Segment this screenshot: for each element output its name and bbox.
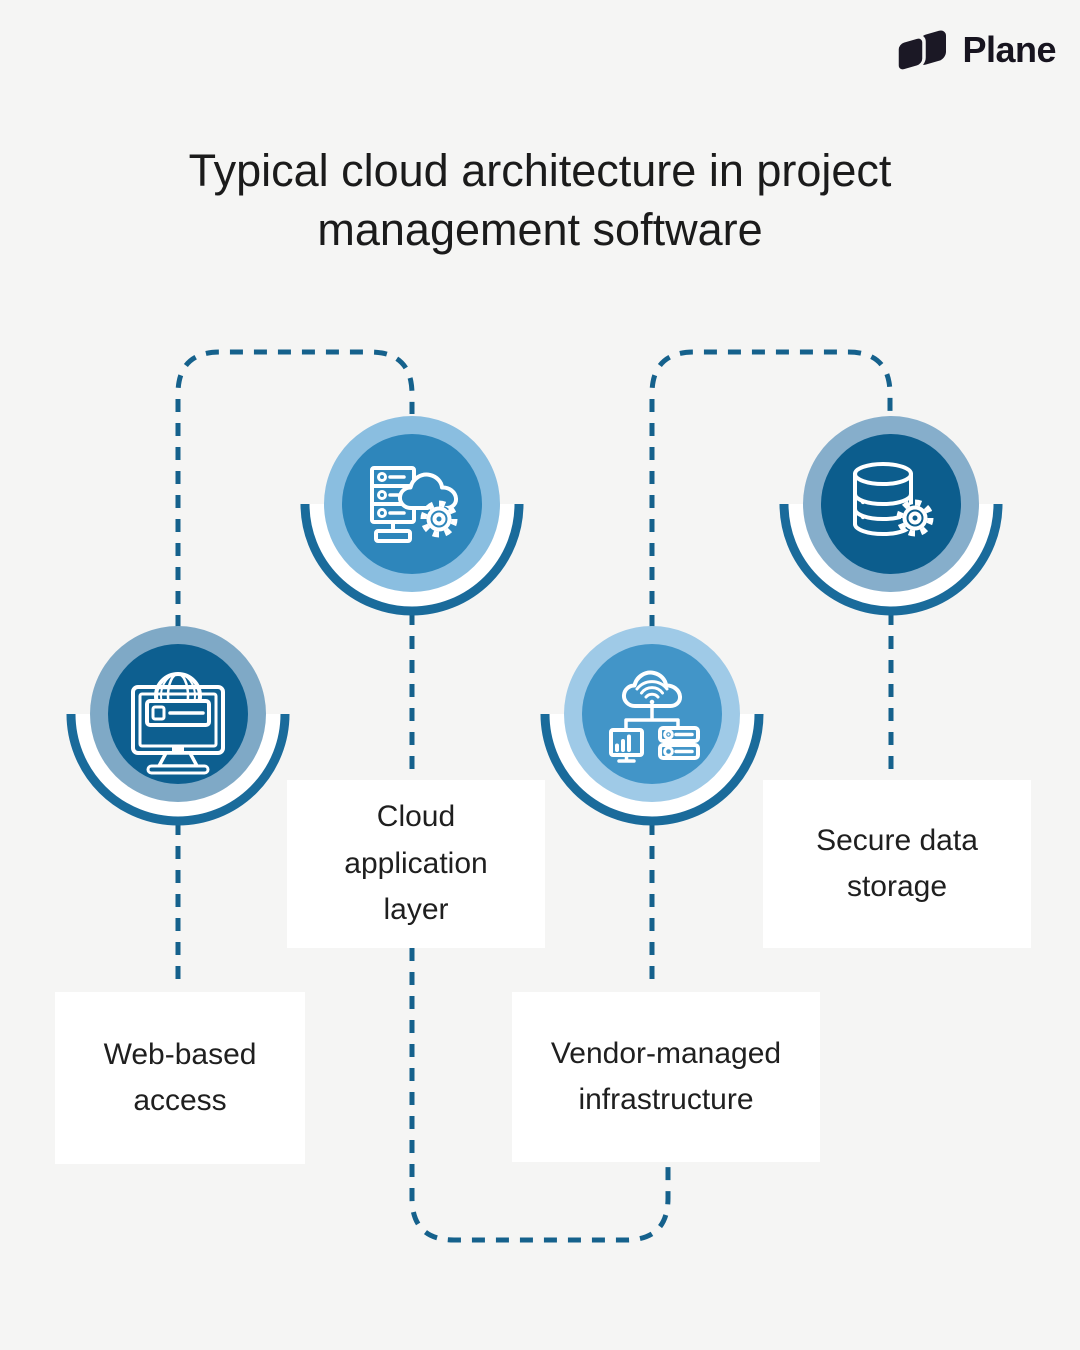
plane-logo-icon: [895, 30, 947, 73]
label-card-web-based-access: Web-based access: [55, 992, 305, 1164]
page-title: Typical cloud architecture in project ma…: [188, 145, 892, 256]
server-cloud-gear-icon: [370, 466, 458, 543]
node-secure-data-storage: [779, 416, 1003, 616]
connector-cloudapp-to-vendor-bottom: [409, 612, 671, 1243]
node-arc: [540, 713, 764, 826]
node-arc: [66, 713, 290, 826]
cloud-network-icon: [609, 670, 700, 763]
connector-group: [175, 349, 894, 1243]
node-label: Web-based access: [103, 1037, 257, 1118]
monitor-globe-icon: [131, 672, 225, 775]
connector-web-to-cloudapp: [175, 349, 415, 628]
label-card-vendor-managed-infrastructure: Vendor-managed infrastructure: [512, 992, 820, 1162]
brand-name: Plane: [962, 29, 1056, 70]
gear-icon: [896, 499, 934, 537]
database-gear-icon: [853, 462, 934, 537]
label-card-cloud-application-layer: Cloud application layer: [287, 780, 545, 948]
wifi-icon: [635, 680, 669, 705]
node-vendor-managed-infrastructure: [540, 626, 764, 826]
node-label: Secure data storage: [816, 823, 978, 904]
label-card-secure-data-storage: Secure data storage: [763, 780, 1031, 948]
node-arc: [300, 503, 524, 616]
gear-icon: [420, 500, 458, 538]
node-arc: [779, 503, 1003, 616]
node-label: Vendor-managed infrastructure: [550, 1036, 782, 1117]
plane-logo: Plane: [893, 26, 1056, 74]
node-web-based-access: [66, 626, 290, 826]
node-label: Cloud application layer: [344, 800, 488, 927]
node-cloud-application-layer: [300, 416, 524, 616]
connector-vendor-to-storage: [649, 349, 893, 628]
